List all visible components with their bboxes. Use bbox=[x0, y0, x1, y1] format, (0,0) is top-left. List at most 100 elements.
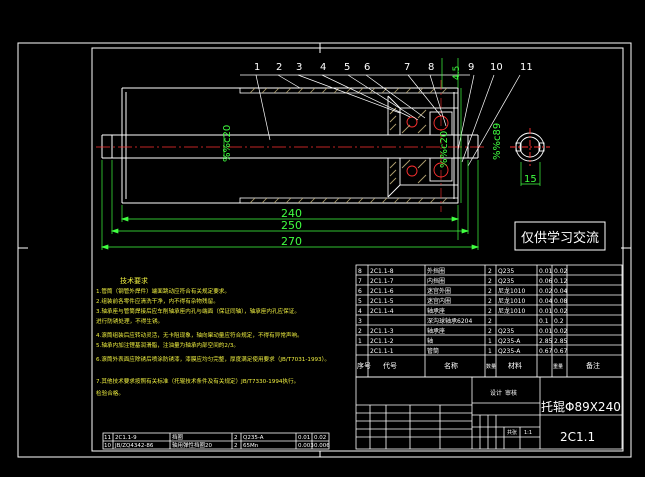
bom-cell-code: 2C1.1-3 bbox=[370, 328, 394, 335]
bom-header-qty: 数量 bbox=[486, 363, 496, 370]
bom-bottom-cell-unit: 0.01 bbox=[298, 435, 310, 441]
bom-cell-material: Q235-A bbox=[498, 338, 521, 345]
bom-cell-code: 2C1.1-2 bbox=[370, 338, 394, 345]
bom-cell-no: 3 bbox=[358, 318, 362, 325]
bom-cell-unit: 0.06 bbox=[539, 278, 553, 285]
bom-cell-qty: 2 bbox=[488, 318, 492, 325]
bom-cell-total: 2.85 bbox=[554, 338, 568, 345]
title-block-text: 设计 审核 托辊Φ89X240 2C1.1 共张 1:1 bbox=[490, 389, 621, 444]
bom-cell-total: 0.2 bbox=[554, 318, 564, 325]
shaft-end-view bbox=[510, 128, 550, 166]
bom-cell-qty: 2 bbox=[488, 298, 492, 305]
tech-note-line-1: 1.管筒（钢管外焊件）端面跳动应符合有关规定要求。 bbox=[96, 287, 230, 295]
bom-cell-material: Q235 bbox=[498, 328, 514, 335]
bom-cell-qty: 1 bbox=[488, 348, 492, 355]
bom-cell-name: 管筒 bbox=[427, 347, 439, 355]
bom-bottom-cell-code: JB/ZQ4342-86 bbox=[114, 443, 154, 449]
part-number-6: 6 bbox=[364, 62, 370, 73]
part-number-4: 4 bbox=[320, 62, 326, 73]
bom-cell-no: 8 bbox=[358, 268, 362, 275]
sheet-label: 共张 bbox=[507, 429, 517, 436]
part-number-2: 2 bbox=[276, 62, 282, 73]
bom-cell-total: 0.02 bbox=[554, 308, 568, 315]
bom-cell-material: Q235 bbox=[498, 278, 514, 285]
part-number-8: 8 bbox=[428, 62, 434, 73]
bom-header-remark: 备注 bbox=[586, 361, 600, 370]
tech-note-line-7: 6.滚筒外表面应除锈后喷涂防锈漆，漆膜应均匀完整，厚度满足使用要求（JB/T70… bbox=[96, 355, 330, 363]
dim-270: 270 bbox=[281, 235, 302, 248]
bom-cell-unit: 0.01 bbox=[539, 328, 553, 335]
bom-header-code: 代号 bbox=[383, 361, 397, 370]
watermark-stamp: 仅供学习交流 bbox=[514, 221, 606, 251]
bom-cell-name: 轴承座 bbox=[427, 307, 445, 315]
design-label: 设计 bbox=[490, 389, 502, 397]
drawing-frame bbox=[17, 42, 632, 458]
dim-shaft-diameter: %%c20 bbox=[222, 125, 233, 162]
bom-cell-total: 0.12 bbox=[554, 278, 568, 285]
bom-cell-name: 内挡圈 bbox=[427, 277, 445, 285]
bom-cell-code: 2C1.1-4 bbox=[370, 308, 394, 315]
part-number-9: 9 bbox=[468, 62, 474, 73]
bom-cell-no: 2 bbox=[358, 328, 362, 335]
bom-cell-qty: 2 bbox=[488, 278, 492, 285]
tech-note-line-5: 4.滚筒组装后应转动灵活，无卡阻现象，轴向窜动量应符合规定，不得有异常声响。 bbox=[96, 331, 303, 339]
tech-note-line-3: 3.轴承座与管筒焊接后应车削轴承座内孔与端面（保证同轴），轴承座内孔应保证。 bbox=[96, 307, 300, 315]
scale-label: 1:1 bbox=[524, 430, 532, 436]
bom-cell-code: 2C1.1-1 bbox=[370, 348, 394, 355]
stamp-text: 仅供学习交流 bbox=[521, 230, 599, 246]
part-number-5: 5 bbox=[344, 62, 350, 73]
bearing-assembly-lower bbox=[387, 157, 459, 198]
bom-bottom-cell-no: 11 bbox=[104, 435, 111, 441]
bom-cell-total: 0.02 bbox=[554, 268, 568, 275]
bom-cell-unit: 0.67 bbox=[539, 348, 553, 355]
bom-bottom-cell-qty: 2 bbox=[234, 435, 238, 441]
bom-cell-no: 7 bbox=[358, 278, 362, 285]
technical-notes: 技术要求 1.管筒（钢管外焊件）端面跳动应符合有关规定要求。 2.组装前各零件应… bbox=[96, 276, 330, 397]
tech-notes-title: 技术要求 bbox=[120, 276, 148, 285]
bom-cell-name: 迷宫内圈 bbox=[427, 297, 451, 305]
dim-tube-diameter: %%c89 bbox=[492, 123, 503, 160]
bom-bottom-cell-qty: 2 bbox=[234, 443, 238, 449]
bom-cell-code: 2C1.1-6 bbox=[370, 288, 394, 295]
part-number-7: 7 bbox=[404, 62, 410, 73]
tech-note-line-8: 7.其他技术要求按照有关标准（托辊技术条件及有关规定）JB/T7330-1994… bbox=[96, 377, 299, 385]
part-number-1: 1 bbox=[254, 62, 260, 73]
bom-cell-total: 0.04 bbox=[554, 288, 568, 295]
title-block bbox=[355, 376, 623, 450]
bom-cell-unit: 0.02 bbox=[539, 288, 553, 295]
bom-header-material: 材料 bbox=[508, 361, 522, 370]
bom-bottom-cell-total: 0.02 bbox=[314, 435, 326, 441]
bom-cell-no: 4 bbox=[358, 308, 362, 315]
bom-cell-name: 轴承座 bbox=[427, 327, 445, 335]
bom-cell-name: 迷宫外圈 bbox=[427, 287, 451, 295]
bom-cell-unit: 0.01 bbox=[539, 268, 553, 275]
bom-cell-total: 0.08 bbox=[554, 298, 568, 305]
drawing-number: 2C1.1 bbox=[560, 430, 595, 444]
bom-cell-name: 轴 bbox=[427, 337, 433, 345]
bom-cell-material: Q235-A bbox=[498, 348, 521, 355]
bom-bottom-cell-total: 0.006 bbox=[314, 443, 330, 449]
bom-cell-unit: 0.04 bbox=[539, 298, 553, 305]
bom-cell-qty: 2 bbox=[488, 288, 492, 295]
bom-cell-material: 尼龙1010 bbox=[498, 307, 525, 315]
tech-note-line-2: 2.组装前各零件应清洗干净，内不得有杂物残留。 bbox=[96, 297, 219, 305]
bom-cell-qty: 2 bbox=[488, 268, 492, 275]
bom-cell-material: 尼龙1010 bbox=[498, 287, 525, 295]
bom-cell-qty: 2 bbox=[488, 328, 492, 335]
dim-240: 240 bbox=[281, 207, 302, 220]
roller-section-view bbox=[96, 80, 484, 212]
bom-cell-material: Q235 bbox=[498, 268, 514, 275]
bom-cell-unit: 2.85 bbox=[539, 338, 553, 345]
tech-note-line-6: 5.轴承内加注锂基润滑脂，注油量为轴承内部空间的2/3。 bbox=[96, 341, 239, 349]
bom-cell-material: 尼龙1010 bbox=[498, 297, 525, 305]
bom-cell-unit: 0.01 bbox=[539, 308, 553, 315]
bom-cell-no: 5 bbox=[358, 298, 362, 305]
dimension-texts: 240 250 270 %%c20 %%c20 %%c89 4.5 15 bbox=[222, 66, 537, 248]
bom-cell-code: 2C1.1-5 bbox=[370, 298, 394, 305]
dimension-lines bbox=[100, 58, 541, 250]
bom-bottom-cell-unit: 0.003 bbox=[298, 443, 314, 449]
bom-cell-total: 0.02 bbox=[554, 328, 568, 335]
